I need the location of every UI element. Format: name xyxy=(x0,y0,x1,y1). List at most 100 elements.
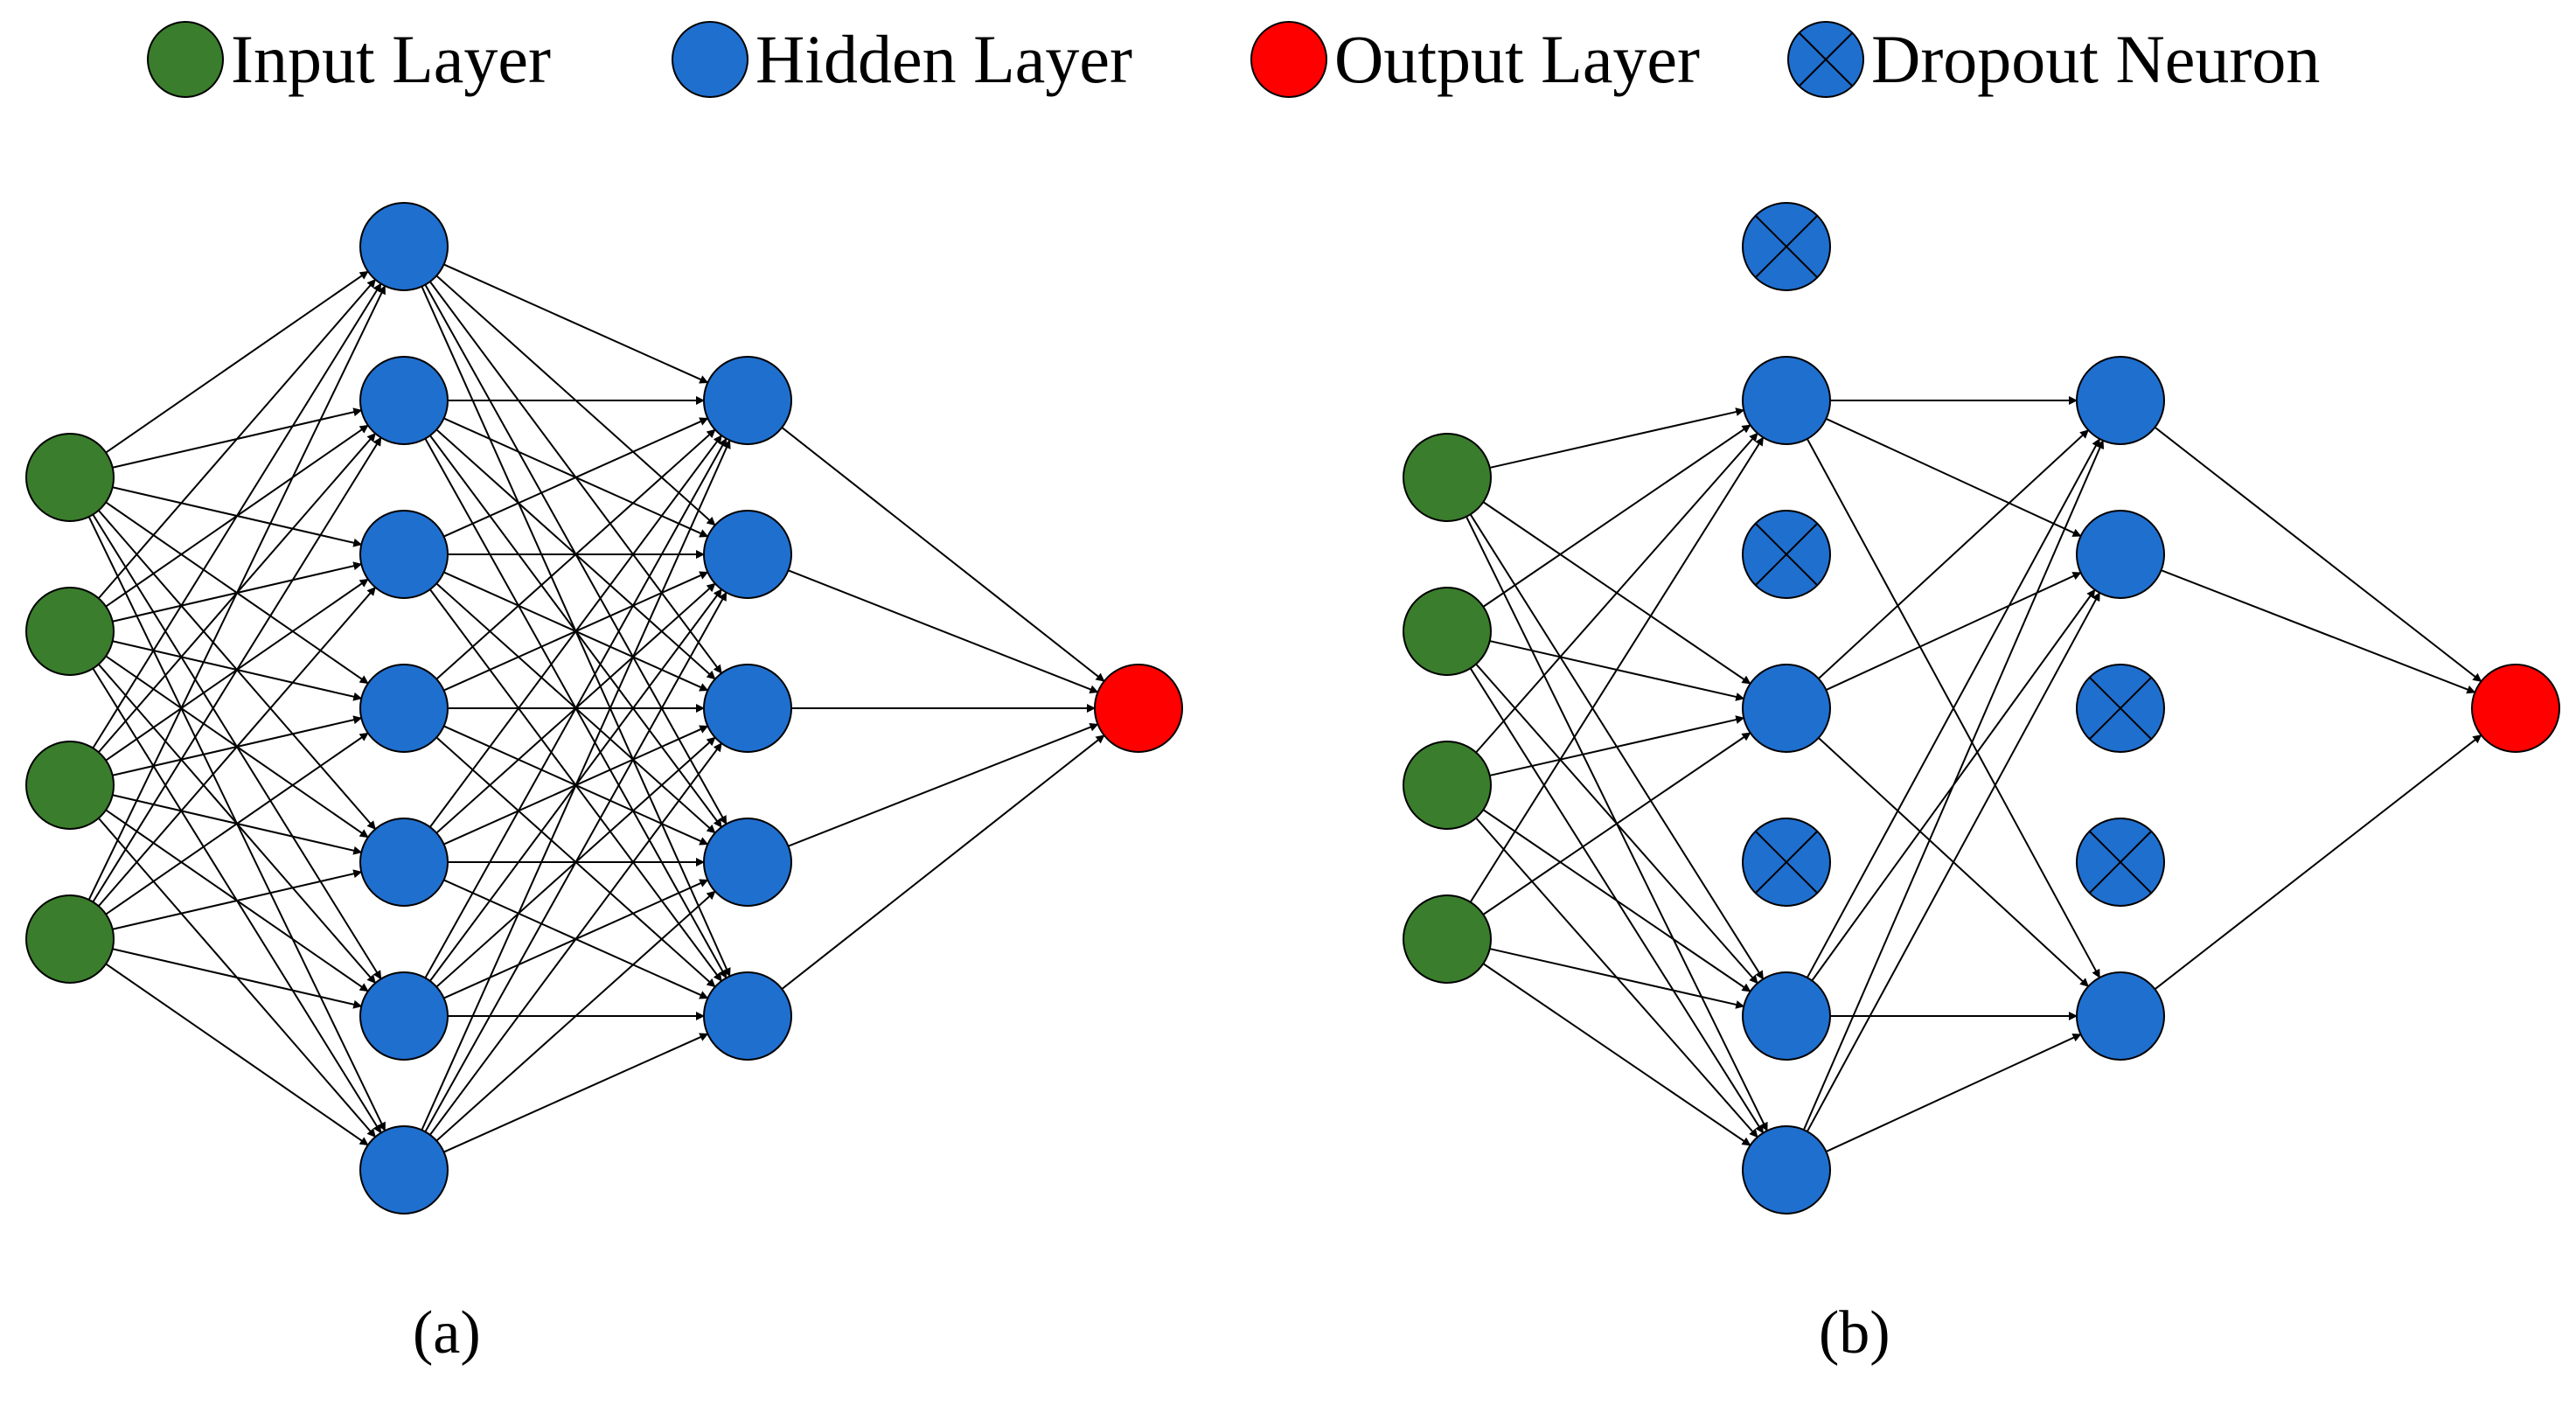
neurons xyxy=(25,202,1183,1215)
legend-hidden: Hidden Layer xyxy=(672,16,1132,103)
output-neuron-l3-n0 xyxy=(2471,664,2560,753)
hidden-neuron-l1-n6 xyxy=(1742,1125,1831,1215)
input-neuron-l0-n3-circle xyxy=(1403,894,1492,984)
dropout-neuron-l1-n2 xyxy=(1742,510,1831,599)
output-neuron-swatch-icon xyxy=(1250,21,1327,98)
connection-edge-l1-6-to-4 xyxy=(443,1033,709,1153)
hidden-neuron-l1-n2-circle xyxy=(359,510,449,599)
input-neuron-l0-n3 xyxy=(1403,894,1492,984)
input-neuron-l0-n1-circle xyxy=(1403,587,1492,676)
hidden-neuron-l2-n0 xyxy=(703,356,792,445)
connection-edge-l1-6-to-2 xyxy=(429,742,722,1136)
hidden-neuron-l2-n4 xyxy=(2076,971,2165,1061)
dropout-cross-icon xyxy=(1755,831,1818,894)
input-neuron-l0-n0 xyxy=(25,433,115,522)
hidden-neuron-l2-n0-circle xyxy=(703,356,792,445)
connection-edge-l0-1-to-0 xyxy=(98,279,376,599)
input-neuron-l0-n0-circle xyxy=(1403,433,1492,522)
legend-dropout: Dropout Neuron xyxy=(1787,16,2320,103)
connection-edge-l1-2-to-0 xyxy=(443,417,709,538)
connection-edge-l0-3-to-3 xyxy=(1482,732,1751,915)
dropout-neuron-l1-n0 xyxy=(1742,202,1831,291)
hidden-neuron-l1-n4 xyxy=(359,818,449,907)
hidden-neuron-l1-n0 xyxy=(359,202,449,291)
input-neuron-l0-n0 xyxy=(1403,433,1492,522)
input-neuron-l0-n3-circle xyxy=(25,894,115,984)
connection-edge-l1-0-to-0 xyxy=(443,263,709,384)
connection-edge-l2-3-to-0 xyxy=(788,722,1099,847)
connection-edge-l1-6-to-3 xyxy=(435,890,716,1142)
hidden-neuron-l2-n2-circle xyxy=(703,664,792,753)
hidden-neuron-l1-n3 xyxy=(359,664,449,753)
hidden-neuron-l1-n5 xyxy=(1742,971,1831,1061)
output-neuron-l3-n0 xyxy=(1094,664,1183,753)
connection-edge-l1-4-to-0 xyxy=(429,435,722,828)
hidden-neuron-l2-n1 xyxy=(703,510,792,599)
input-neuron-l0-n3 xyxy=(25,894,115,984)
connection-edge-l2-0-to-0 xyxy=(2154,426,2482,683)
hidden-neuron-l2-n4-circle xyxy=(703,971,792,1061)
legend: Input Layer Hidden Layer Output Layer Dr… xyxy=(0,0,2576,122)
input-neuron-l0-n2-circle xyxy=(1403,741,1492,830)
connection-edge-l0-3-to-6 xyxy=(105,963,369,1146)
legend-input-label: Input Layer xyxy=(231,21,552,97)
panel-b-caption: (b) xyxy=(1819,1299,1890,1367)
hidden-neuron-l2-n3 xyxy=(703,818,792,907)
hidden-neuron-l1-n5-circle xyxy=(1742,971,1831,1061)
connection-edge-l2-1-to-0 xyxy=(2161,569,2476,694)
connection-edge-l1-3-to-0 xyxy=(1818,429,2089,679)
hidden-neuron-l2-n1 xyxy=(2076,510,2165,599)
input-neuron-l0-n1-circle xyxy=(25,587,115,676)
connection-edge-l0-3-to-3 xyxy=(105,732,369,915)
connection-edge-l0-2-to-5 xyxy=(1482,809,1751,992)
connection-edge-l2-1-to-0 xyxy=(788,569,1099,694)
hidden-neuron-l1-n5-circle xyxy=(359,971,449,1061)
hidden-neuron-l2-n4 xyxy=(703,971,792,1061)
legend-input: Input Layer xyxy=(147,16,551,103)
output-neuron-l3-n0-circle xyxy=(1094,664,1183,753)
dropout-neuron-l2-n2 xyxy=(2076,664,2165,753)
connection-edge-l1-3-to-0 xyxy=(435,428,716,680)
dropout-cross-icon xyxy=(2089,677,2152,740)
hidden-neuron-l1-n1-circle xyxy=(359,356,449,445)
connection-edge-l0-3-to-1 xyxy=(1469,436,1765,903)
legend-hidden-label: Hidden Layer xyxy=(755,21,1132,97)
dropout-cross-icon xyxy=(1755,215,1818,278)
dropout-neuron-swatch-icon xyxy=(1787,21,1864,98)
connection-edge-l0-1-to-1 xyxy=(1482,424,1751,608)
connection-edge-l0-3-to-6 xyxy=(1482,963,1751,1146)
connection-edge-l0-3-to-5 xyxy=(112,948,363,1009)
panel-a-standard-network xyxy=(25,202,1183,1215)
connection-edge-l1-5-to-0 xyxy=(1806,438,2101,978)
hidden-neuron-swatch-icon xyxy=(672,21,748,98)
hidden-neuron-l1-n3 xyxy=(1742,664,1831,753)
input-neuron-l0-n1 xyxy=(1403,587,1492,676)
hidden-neuron-l1-n1 xyxy=(1742,356,1831,445)
input-neuron-l0-n2 xyxy=(1403,741,1492,830)
connection-edge-l0-2-to-1 xyxy=(1475,432,1758,754)
hidden-neuron-l1-n3-circle xyxy=(1742,664,1831,753)
hidden-neuron-l2-n2 xyxy=(703,664,792,753)
dropout-neuron-l1-n4 xyxy=(1742,818,1831,907)
connection-edge-l0-3-to-1 xyxy=(92,436,382,903)
hidden-neuron-l2-n0 xyxy=(2076,356,2165,445)
panel-b-dropout-network xyxy=(1403,202,2560,1215)
legend-output-label: Output Layer xyxy=(1334,21,1701,97)
connection-edge-l2-0-to-0 xyxy=(781,427,1105,682)
connection-edge-l1-6-to-4 xyxy=(1825,1034,2082,1152)
connection-edge-l0-3-to-2 xyxy=(98,587,376,907)
panel-a-caption: (a) xyxy=(413,1299,481,1367)
legend-dropout-label: Dropout Neuron xyxy=(1871,21,2321,97)
input-neuron-l0-n0-circle xyxy=(25,433,115,522)
connections xyxy=(1466,396,2482,1152)
connections xyxy=(87,263,1105,1153)
hidden-neuron-l2-n1-circle xyxy=(703,510,792,599)
connection-edge-l0-0-to-0 xyxy=(105,270,369,454)
hidden-neuron-l1-n5 xyxy=(359,971,449,1061)
connection-edge-l2-4-to-0 xyxy=(2154,734,2482,991)
hidden-neuron-l2-n3-circle xyxy=(703,818,792,907)
connection-edge-l2-4-to-0 xyxy=(781,734,1105,990)
connection-edge-l0-3-to-0 xyxy=(87,285,386,901)
connection-edge-l1-6-to-0 xyxy=(421,439,731,1131)
